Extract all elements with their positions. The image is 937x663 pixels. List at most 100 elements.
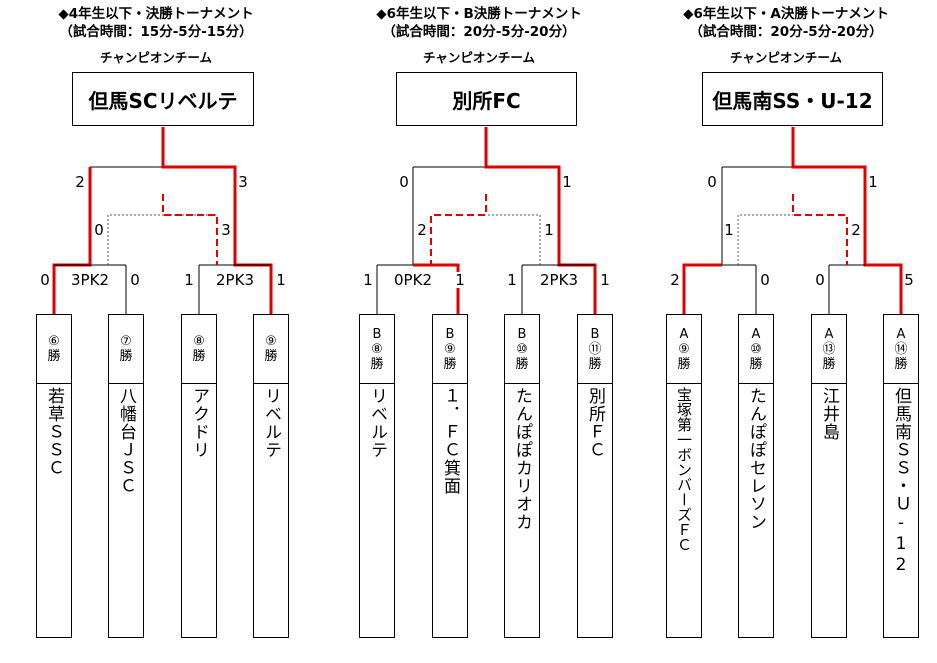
team-name: 江井島: [819, 387, 839, 441]
bracket-title: ◆6年生以下・A決勝トーナメント: [683, 6, 889, 22]
bracket-title: ◆6年生以下・B決勝トーナメント: [376, 6, 582, 22]
bracket-u12-b: ◆6年生以下・B決勝トーナメント （試合時間：20分‐5分‐20分） チャンピオ…: [323, 0, 635, 663]
third-place-winner: [430, 194, 487, 265]
seed-number: ⑭: [894, 341, 908, 357]
team-name: 但馬南ＳＳ・Ｕ‐12: [891, 387, 911, 576]
final-score-right: 1: [867, 173, 879, 191]
left-pk-result: 3PK2: [70, 271, 110, 289]
seed-group: A: [679, 326, 689, 342]
match-time: （試合時間：20分‐5分‐20分）: [382, 24, 576, 40]
seed-label: B ⑧ 勝: [360, 315, 394, 383]
seed-label: ⑧ 勝: [182, 315, 216, 383]
bracket-lines: [376, 127, 597, 314]
champion-label: チャンピオンチーム: [729, 50, 842, 65]
third-place-dotted: [737, 214, 793, 265]
left-winner-path: [413, 263, 460, 314]
team-name: 宝塚第一ボンバーズＦＣ: [675, 387, 693, 552]
seed-number: ⑨: [444, 341, 456, 357]
bracket-lines: [682, 127, 903, 314]
seed-group: B: [372, 326, 382, 342]
seed-group: B: [590, 326, 600, 342]
team-box: A ⑨ 勝 宝塚第一ボンバーズＦＣ: [666, 314, 702, 638]
seed-label: A ⑩ 勝: [739, 315, 773, 383]
final-score-left: 0: [706, 173, 718, 191]
team-box: A ⑭ 勝 但馬南ＳＳ・Ｕ‐12: [883, 314, 919, 638]
final-score-left: 2: [74, 173, 86, 191]
team-box: B ⑩ 勝 たんぽぽカリオカ: [504, 314, 540, 638]
divider: [37, 383, 71, 384]
divider: [109, 383, 143, 384]
right-pk-result: 2PK3: [539, 271, 579, 289]
match-time: （試合時間：20分‐5分‐20分）: [689, 24, 883, 40]
champion-path: [161, 127, 273, 314]
first-round-score: 1: [454, 271, 466, 289]
team-box: B ⑧ 勝 リベルテ: [359, 314, 395, 638]
seed-number: ⑨: [265, 334, 277, 349]
first-round-score: 0: [129, 271, 141, 289]
bracket-u10: ◆4年生以下・決勝トーナメント （試合時間：15分‐5分‐15分） チャンピオン…: [0, 0, 312, 663]
seed-win: 勝: [47, 349, 61, 364]
team-box: ⑦ 勝 八幡台ＪＳＣ: [108, 314, 144, 638]
first-round-score: 1: [275, 271, 287, 289]
seed-win: 勝: [192, 349, 206, 364]
team-name: たんぽぽセレソン: [746, 387, 766, 531]
seed-number: ⑥: [48, 334, 60, 349]
bracket-lines: [52, 127, 273, 314]
champion-box: 但馬南SS・U‐12: [702, 72, 883, 126]
team-name: リベルテ: [261, 387, 281, 459]
seed-group: A: [751, 326, 761, 342]
team-name: 若草ＳＳＣ: [44, 387, 64, 477]
champion-box: 別所FC: [396, 72, 577, 126]
team-box: ⑧ 勝 アクドリ: [181, 314, 217, 638]
third-place-dotted: [486, 214, 541, 265]
divider: [505, 383, 539, 384]
team-name: １．ＦＣ箕面: [440, 387, 460, 495]
match-time: （試合時間：15分‐5分‐15分）: [59, 24, 253, 40]
first-round-score: 1: [506, 271, 518, 289]
champion-path: [791, 127, 903, 314]
seed-number: ⑨: [678, 341, 690, 357]
seed-label: ⑨ 勝: [254, 315, 288, 383]
seed-label: B ⑨ 勝: [433, 315, 467, 383]
seed-win: 勝: [515, 356, 529, 372]
seed-label: ⑦ 勝: [109, 315, 143, 383]
seed-win: 勝: [822, 356, 836, 372]
team-name: 八幡台ＪＳＣ: [116, 387, 136, 495]
team-name: リベルテ: [367, 387, 387, 459]
first-round-score: 1: [599, 271, 611, 289]
team-name: たんぽぽカリオカ: [512, 387, 532, 531]
seed-label: B ⑩ 勝: [505, 315, 539, 383]
divider: [433, 383, 467, 384]
seed-group: B: [517, 326, 527, 342]
first-round-score: 5: [903, 271, 915, 289]
right-pk-result: 2PK3: [215, 271, 255, 289]
first-round-score: 0: [814, 271, 826, 289]
seed-win: 勝: [588, 356, 602, 372]
team-box: ⑥ 勝 若草ＳＳＣ: [36, 314, 72, 638]
seed-number: ⑩: [750, 341, 762, 357]
team-box: B ⑨ 勝 １．ＦＣ箕面: [432, 314, 468, 638]
champion-label: チャンピオンチーム: [99, 50, 212, 65]
third-place-dotted: [107, 214, 217, 265]
first-round-score: 2: [669, 271, 681, 289]
first-round-score: 0: [39, 271, 51, 289]
seed-group: B: [445, 326, 455, 342]
seed-group: A: [824, 326, 834, 342]
divider: [578, 383, 612, 384]
champion-label: チャンピオンチーム: [422, 50, 535, 65]
third-score-right: 2: [850, 221, 862, 239]
seed-number: ⑩: [516, 341, 528, 357]
seed-label: A ⑬ 勝: [812, 315, 846, 383]
third-score-right: 1: [543, 221, 555, 239]
seed-win: 勝: [894, 356, 908, 372]
team-name: アクドリ: [189, 387, 209, 459]
final-score-left: 0: [398, 173, 410, 191]
third-place-winner: [792, 194, 848, 265]
first-round-score: 0: [759, 271, 771, 289]
champion-path: [484, 127, 597, 314]
team-box: ⑨ 勝 リベルテ: [253, 314, 289, 638]
third-score-left: 0: [93, 221, 105, 239]
seed-number: ⑦: [120, 334, 132, 349]
divider: [884, 383, 918, 384]
